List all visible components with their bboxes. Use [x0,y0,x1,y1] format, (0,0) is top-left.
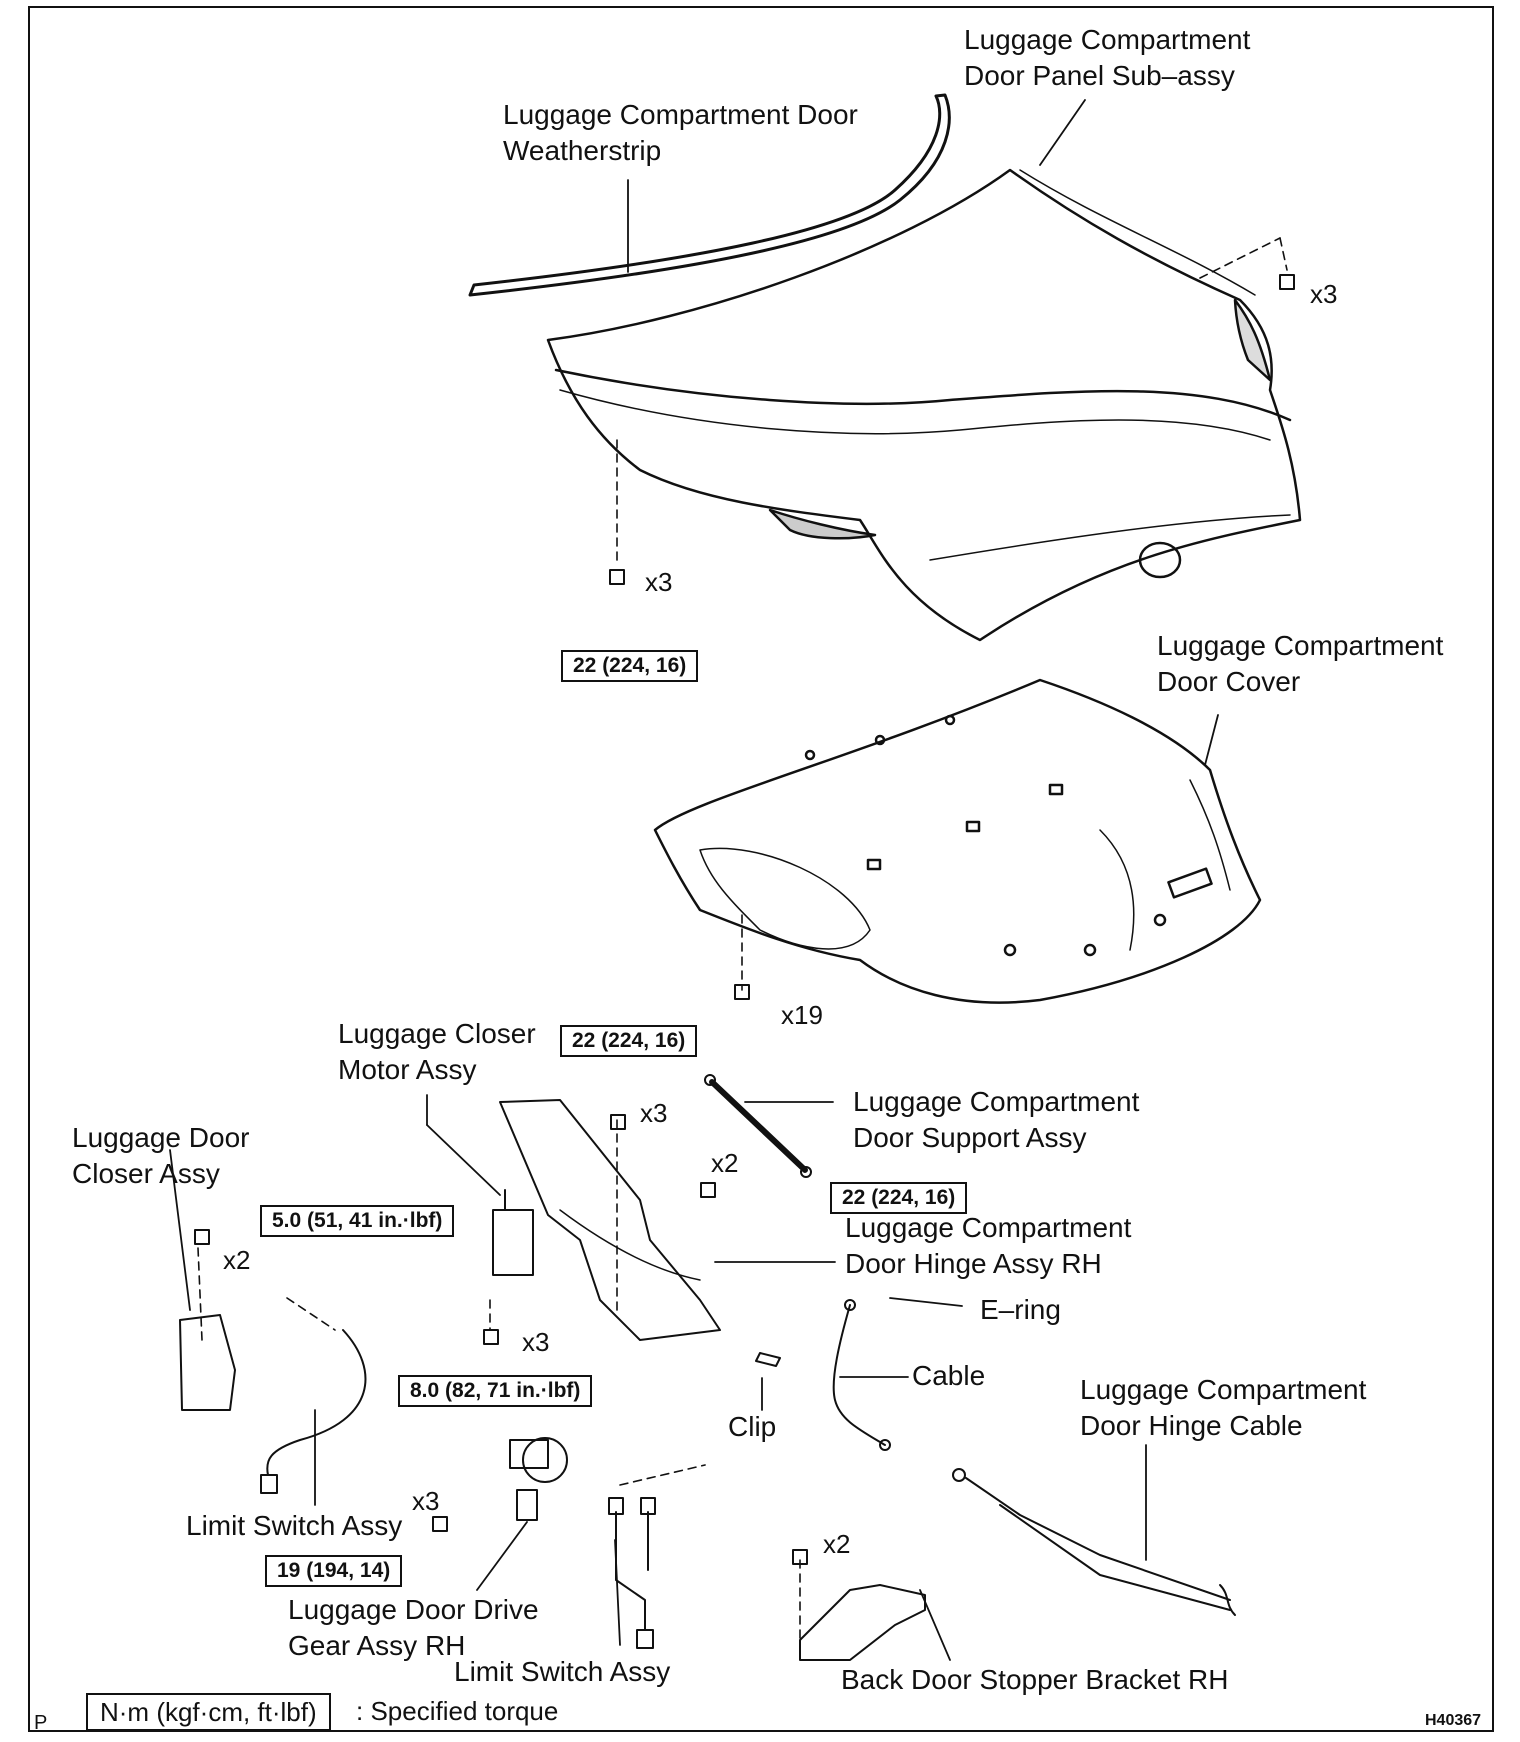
assembly-lines [197,237,1288,1651]
torque-panel: 22 (224, 16) [561,650,699,682]
torque-motor: 8.0 (82, 71 in.·lbf) [398,1375,593,1407]
diagram-frame [28,6,1494,1732]
label-limit-switch-bottom: Limit Switch Assy [454,1656,671,1687]
qty-stopper: x2 [823,1529,851,1559]
qty-hinge-top: x3 [640,1098,668,1128]
torque-hinge-right: 22 (224, 16) [830,1182,968,1214]
legend-units-box: N·m (kgf·cm, ft·lbf) [86,1693,331,1731]
qty-hinge-right: x2 [711,1148,739,1178]
label-drive-gear: Luggage Door Drive Gear Assy RH [288,1594,539,1661]
qty-panel-right: x3 [1310,279,1338,309]
torque-gear: 19 (194, 14) [265,1555,403,1587]
torque-hinge-top: 22 (224, 16) [560,1025,698,1057]
label-closer-motor: Luggage Closer Motor Assy [338,1018,536,1085]
qty-closer: x2 [223,1245,251,1275]
door-panel-part [546,168,1302,642]
corner-mark: P [34,1712,48,1734]
hardware-parts [179,274,1295,1661]
label-limit-switch-left: Limit Switch Assy [186,1510,403,1541]
leader-lines [169,99,1219,1661]
legend-text: : Specified torque [356,1696,559,1726]
label-hinge: Luggage Compartment Door Hinge Assy RH [845,1212,1132,1279]
weatherstrip-part [468,93,951,297]
label-door-cover: Luggage Compartment Door Cover [1157,630,1444,697]
label-door-closer: Luggage Door Closer Assy [72,1122,250,1189]
figure-code: H40367 [1425,1712,1482,1729]
label-weatherstrip: Luggage Compartment Door Weatherstrip [503,99,858,166]
label-hinge-cable: Luggage Compartment Door Hinge Cable [1080,1374,1367,1441]
label-cable: Cable [912,1360,986,1391]
qty-cover: x19 [781,1000,823,1030]
label-stopper: Back Door Stopper Bracket RH [841,1664,1229,1695]
label-clip: Clip [728,1411,777,1442]
qty-panel-bottom: x3 [645,567,673,597]
qty-motor: x3 [522,1327,550,1357]
qty-gear: x3 [412,1486,440,1516]
torque-closer: 5.0 (51, 41 in.·lbf) [260,1205,455,1237]
door-cover-part [653,678,1262,1004]
label-ering: E–ring [980,1294,1061,1325]
label-door-panel: Luggage Compartment Door Panel Sub–assy [964,24,1251,91]
label-support: Luggage Compartment Door Support Assy [853,1086,1140,1153]
